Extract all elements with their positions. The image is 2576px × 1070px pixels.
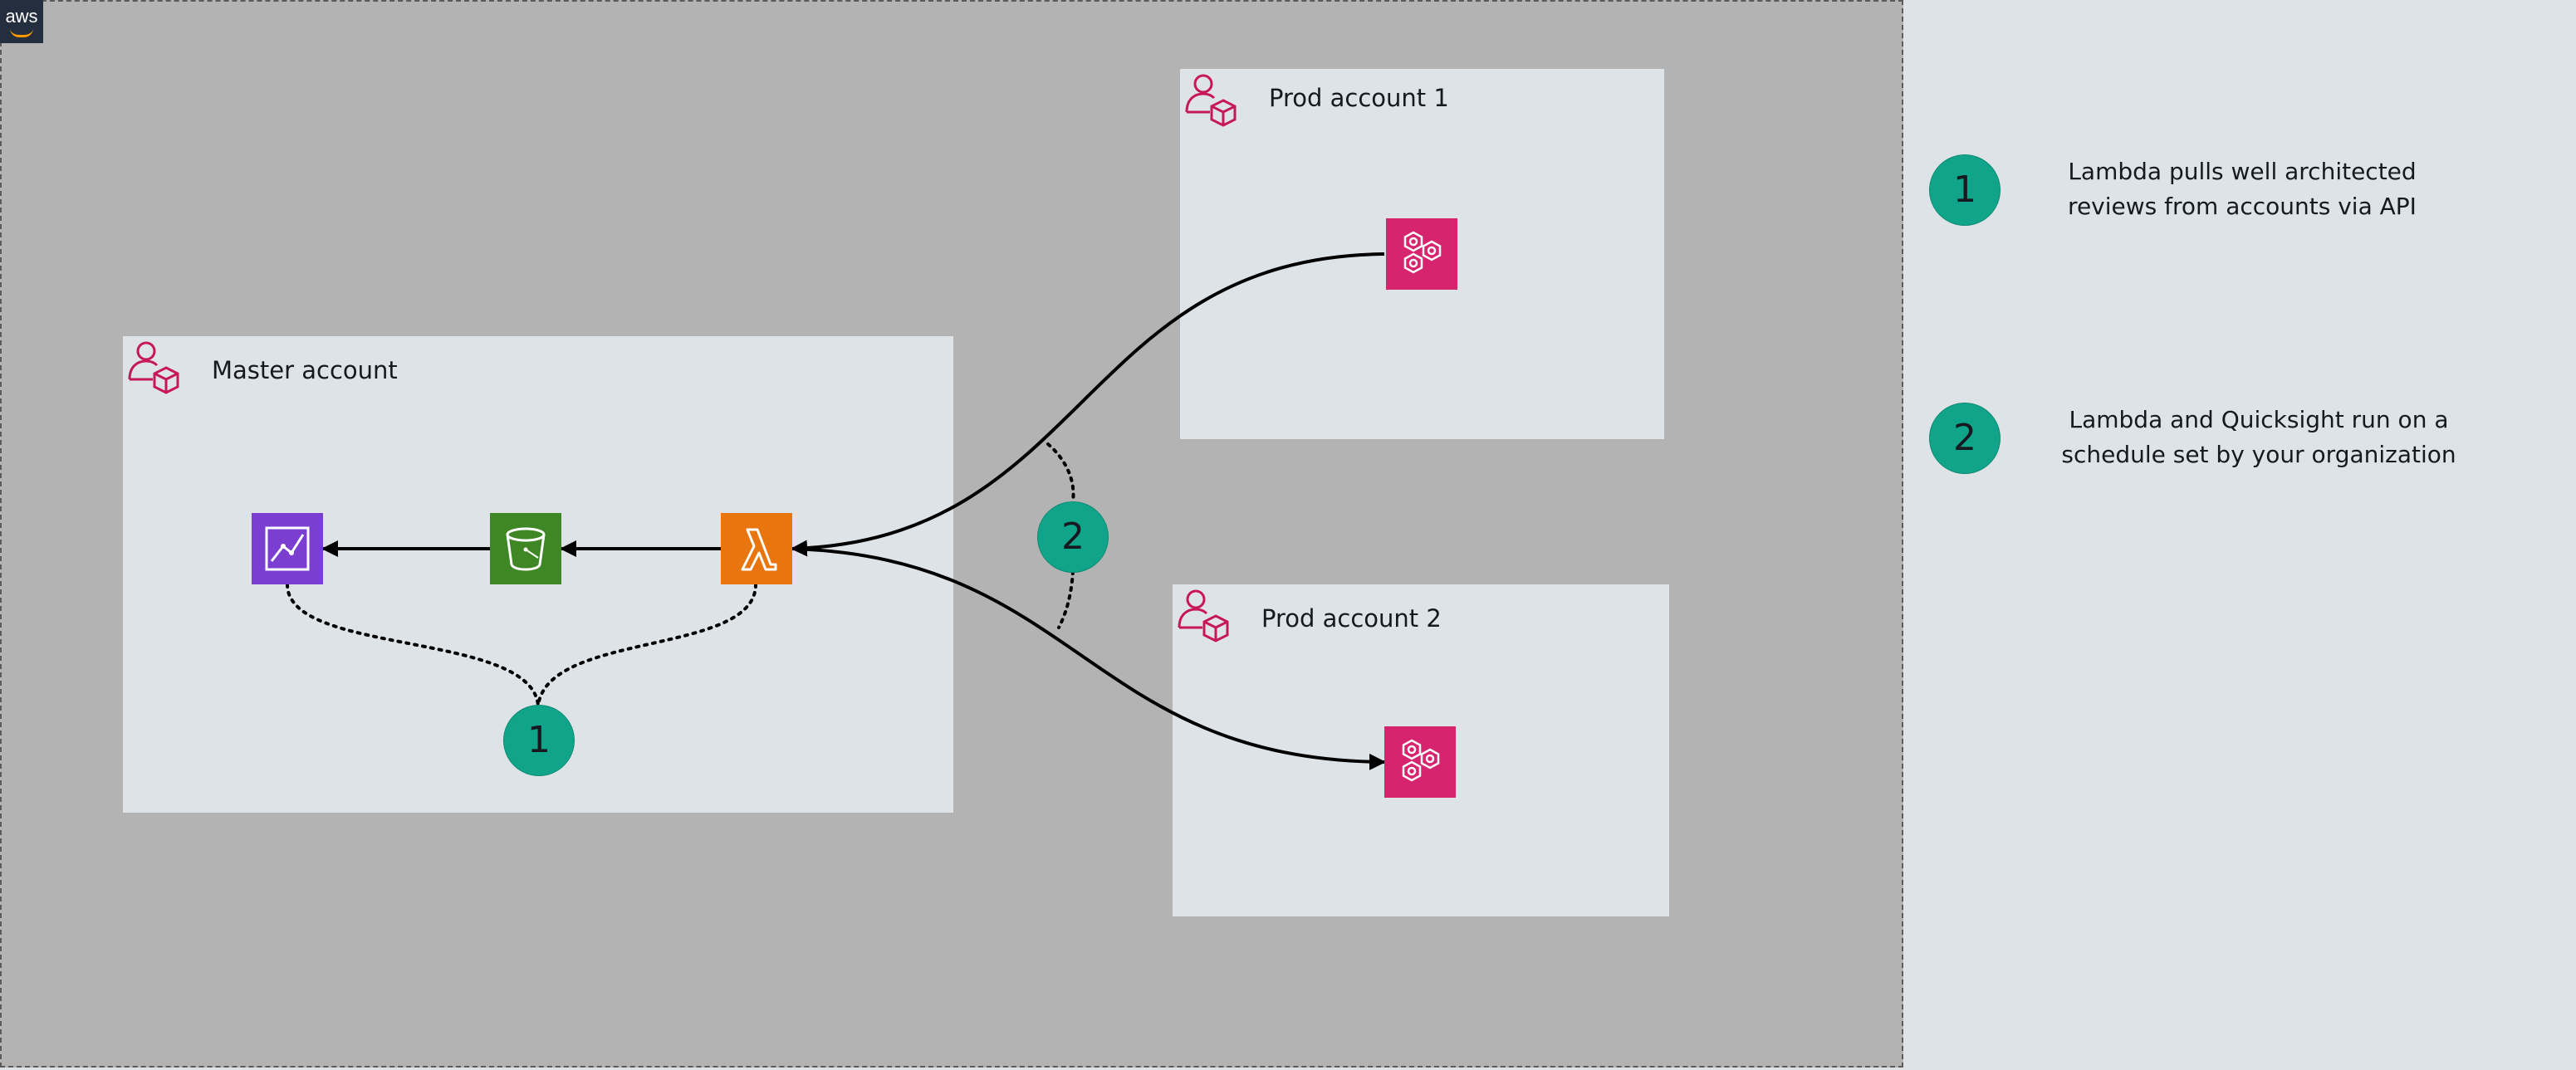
legend-step-1-badge: 1 xyxy=(1929,154,2001,226)
account-user-icon xyxy=(1178,589,1229,642)
step-2-callout: 2 xyxy=(1037,501,1109,573)
aws-logo-text: aws xyxy=(5,6,38,27)
step-1-callout: 1 xyxy=(503,705,575,776)
well-architected-tool-icon xyxy=(1386,218,1457,290)
master-account-title: Master account xyxy=(212,356,398,384)
legend-step-2-badge: 2 xyxy=(1929,403,2001,474)
s3-bucket-icon xyxy=(490,513,561,584)
well-architected-tool-icon xyxy=(1384,726,1456,798)
aws-logo: aws xyxy=(0,0,43,43)
quicksight-icon xyxy=(252,513,323,584)
prod-account-2-title: Prod account 2 xyxy=(1261,604,1442,633)
legend-step-1-text: Lambda pulls well architected reviews fr… xyxy=(2068,158,2417,220)
prod-account-1-title: Prod account 1 xyxy=(1269,84,1449,112)
account-user-icon xyxy=(1185,74,1237,127)
account-user-icon xyxy=(128,341,179,394)
lambda-icon xyxy=(721,513,792,584)
legend-step-2-text: Lambda and Quicksight run on a schedule … xyxy=(2061,406,2456,468)
